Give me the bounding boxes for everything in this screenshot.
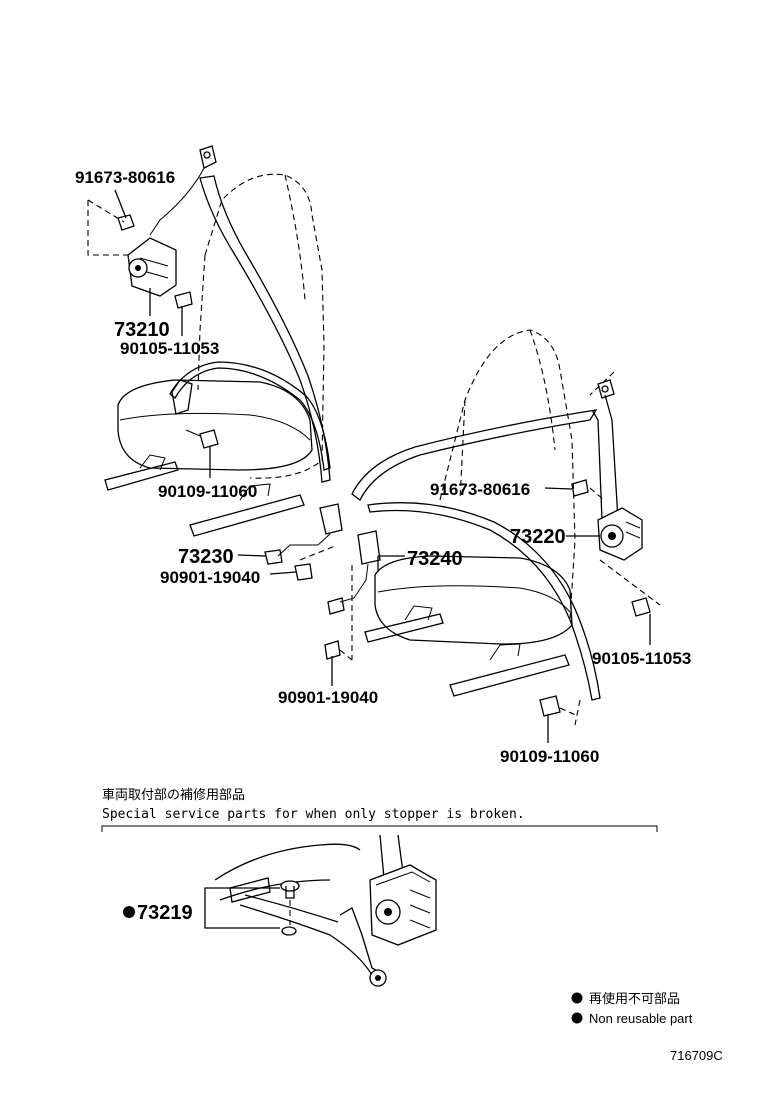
part-label-73219: 73219	[137, 902, 193, 924]
part-label-90109-11060-right: 90109-11060	[500, 747, 599, 766]
note-bracket	[101, 825, 658, 832]
legend-bullet-icon-2	[571, 1012, 583, 1024]
part-label-90105-11053-right: 90105-11053	[592, 649, 691, 668]
part-label-90901-19040-right: 90901-19040	[278, 688, 378, 707]
part-label-90109-11060-left: 90109-11060	[158, 482, 257, 501]
figure-code: 716709C	[670, 1048, 723, 1063]
leader-lines	[114, 189, 651, 743]
part-label-73240: 73240	[407, 548, 463, 570]
part-label-90105-11053-left: 90105-11053	[120, 339, 219, 358]
right-seat-illustration	[324, 329, 661, 726]
bracket-73219	[204, 887, 280, 929]
part-label-91673-80616-right: 91673-80616	[430, 480, 530, 499]
retractor-73210-icon	[127, 237, 177, 297]
non-reusable-marker-73219-icon	[123, 906, 135, 918]
legend-bullet-icon	[571, 992, 583, 1004]
note-english: Special service parts for when only stop…	[102, 807, 525, 822]
note-japanese: 車両取付部の補修用部品	[102, 788, 245, 803]
legend-japanese: 再使用不可部品	[589, 991, 680, 1006]
part-label-73210: 73210	[114, 319, 170, 341]
part-label-73220: 73220	[510, 526, 566, 548]
left-seat-illustration	[87, 145, 343, 581]
stopper-detail-illustration	[214, 834, 437, 987]
part-label-90901-19040-left: 90901-19040	[160, 568, 260, 587]
legend-english: Non reusable part	[589, 1011, 693, 1026]
part-label-91673-80616-left: 91673-80616	[75, 168, 175, 187]
retractor-73220-icon	[597, 507, 643, 561]
part-label-73230: 73230	[178, 546, 234, 568]
